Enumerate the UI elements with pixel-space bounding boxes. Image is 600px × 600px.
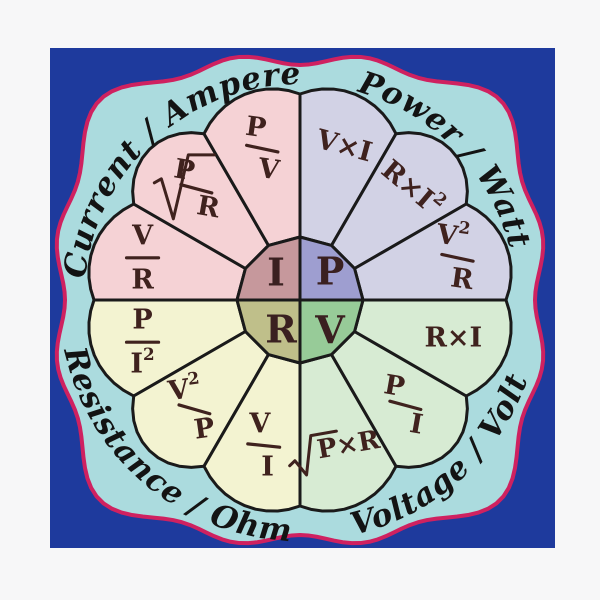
- center-letter-power: P: [316, 249, 345, 294]
- petal-v-r-times-i: [353, 298, 513, 398]
- svg-text:R: R: [131, 264, 154, 295]
- petal-i-v-over-r: [87, 202, 247, 302]
- formula-v-r-times-i: R×I: [424, 323, 482, 354]
- formula-v-p-over-i: PI: [382, 369, 426, 440]
- center-letter-resistance: R: [265, 307, 297, 352]
- petal-v-sqrt-p-times-r: [298, 353, 398, 513]
- petal-i-sqrt-p-over-r: [131, 131, 270, 270]
- svg-text:I: I: [407, 408, 425, 441]
- svg-text:P: P: [244, 111, 268, 145]
- svg-text:R×I: R×I: [424, 323, 482, 354]
- formula-i-v-over-r: VR: [124, 220, 161, 295]
- formula-i-p-over-v: PV: [244, 111, 283, 187]
- formula-r-v-over-i: VI: [246, 408, 282, 483]
- svg-text:V: V: [131, 220, 154, 251]
- petal-p-r-times-i-squared: [330, 131, 469, 270]
- svg-text:P: P: [132, 305, 152, 336]
- svg-text:I: I: [261, 452, 274, 483]
- petal-r-v-squared-over-p: [131, 330, 270, 469]
- formula-r-p-over-i-squared: PI2: [124, 305, 161, 380]
- center-piece-voltage: [298, 298, 365, 365]
- petal-r-p-over-i-squared: [87, 298, 247, 398]
- svg-text:R: R: [449, 262, 476, 296]
- petal-p-v-times-i: [298, 87, 398, 247]
- center-letter-current: I: [267, 250, 285, 295]
- svg-text:V: V: [248, 408, 271, 439]
- petal-r-v-over-i: [202, 353, 302, 513]
- petal-p-v-squared-over-r: [353, 202, 513, 302]
- petal-v-p-over-i: [330, 330, 469, 469]
- petal-i-p-over-v: [202, 87, 302, 247]
- svg-text:P: P: [192, 412, 216, 446]
- center-letter-voltage: V: [314, 308, 346, 353]
